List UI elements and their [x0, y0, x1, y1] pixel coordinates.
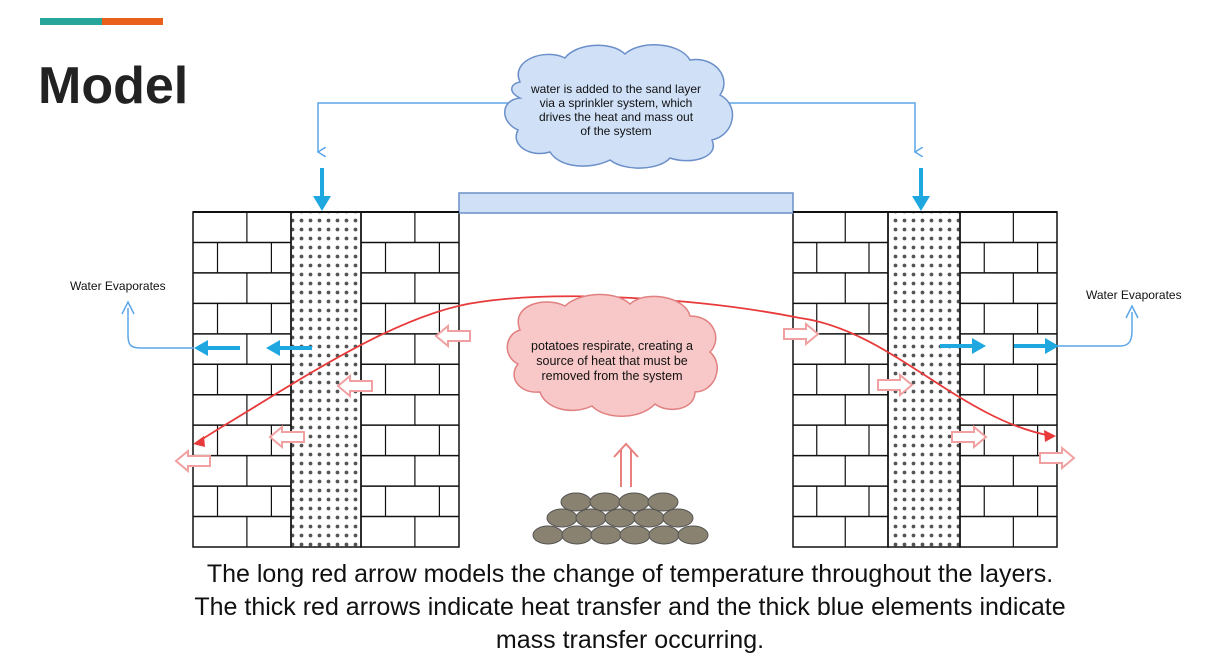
left-inner-brick-wall [360, 211, 460, 548]
temperature-curve-head-left [193, 436, 205, 447]
roof-lid [458, 192, 794, 214]
center-cloud-line-3: removed from the system [541, 369, 682, 383]
top-cloud [504, 44, 734, 169]
evaporation-head-right [1125, 304, 1139, 319]
potato [662, 508, 694, 528]
left-outer-brick-wall [192, 211, 292, 548]
potato [561, 525, 593, 545]
water-evaporates-label-left: Water Evaporates [70, 279, 166, 293]
sprinkler-line-right [727, 102, 915, 152]
top-cloud-line-3: drives the heat and mass out [539, 110, 694, 124]
potato [546, 508, 578, 528]
temperature-curve-head-right [1044, 430, 1056, 442]
water-input-arrow-right [912, 168, 930, 211]
potato [677, 525, 709, 545]
slide-title: Model [38, 57, 189, 115]
evaporation-line-left [127, 308, 194, 349]
potato [560, 492, 592, 512]
mass-transfer-arrow-left-outer [194, 340, 240, 356]
heat-transfer-arrow [268, 424, 305, 450]
evaporation-line-right [1058, 312, 1133, 347]
sprinkler-line-left [318, 102, 512, 152]
potato [604, 508, 636, 528]
temperature-curve [195, 295, 1053, 444]
water-input-arrow-left [313, 168, 331, 211]
center-cloud [506, 293, 718, 417]
heat-transfer-arrow [336, 373, 373, 399]
center-cloud-line-2: source of heat that must be [536, 354, 688, 368]
potato [619, 525, 651, 545]
potato [589, 492, 621, 512]
heat-transfer-arrow [434, 323, 471, 349]
caption-line-2: The thick red arrows indicate heat trans… [194, 593, 1066, 621]
potato [647, 492, 679, 512]
potato [575, 508, 607, 528]
caption: The long red arrow models the change of … [100, 558, 1160, 657]
mass-transfer-arrow-left-inner [266, 340, 312, 356]
potato [590, 525, 622, 545]
heat-transfer-arrow [951, 424, 988, 450]
heat-source-arrow-up [613, 442, 639, 487]
heat-transfer-arrow [783, 321, 820, 347]
heat-transfer-arrow [174, 448, 211, 474]
potato [618, 492, 650, 512]
mass-transfer-arrow-right-outer [1014, 338, 1059, 354]
accent-bar-orange [102, 18, 163, 25]
potato [633, 508, 665, 528]
center-cloud-line-1: potatoes respirate, creating a [531, 339, 693, 353]
top-cloud-line-1: water is added to the sand layer [530, 82, 701, 96]
top-cloud-line-4: of the system [580, 124, 651, 138]
heat-transfer-arrow [877, 372, 914, 398]
right-inner-brick-wall [792, 211, 889, 548]
right-outer-brick-wall [959, 211, 1058, 548]
top-cloud-line-2: via a sprinkler system, which [540, 96, 693, 110]
accent-bar-teal [40, 18, 102, 25]
potato [648, 525, 680, 545]
caption-line-1: The long red arrow models the change of … [206, 560, 1054, 588]
heat-transfer-arrow [1039, 445, 1076, 471]
evaporation-head-left [121, 300, 135, 315]
mass-transfer-arrow-right-inner [940, 338, 986, 354]
water-evaporates-label-right: Water Evaporates [1086, 288, 1182, 302]
caption-line-3: mass transfer occurring. [495, 626, 765, 654]
potato-pile [532, 492, 709, 545]
potato [532, 525, 564, 545]
